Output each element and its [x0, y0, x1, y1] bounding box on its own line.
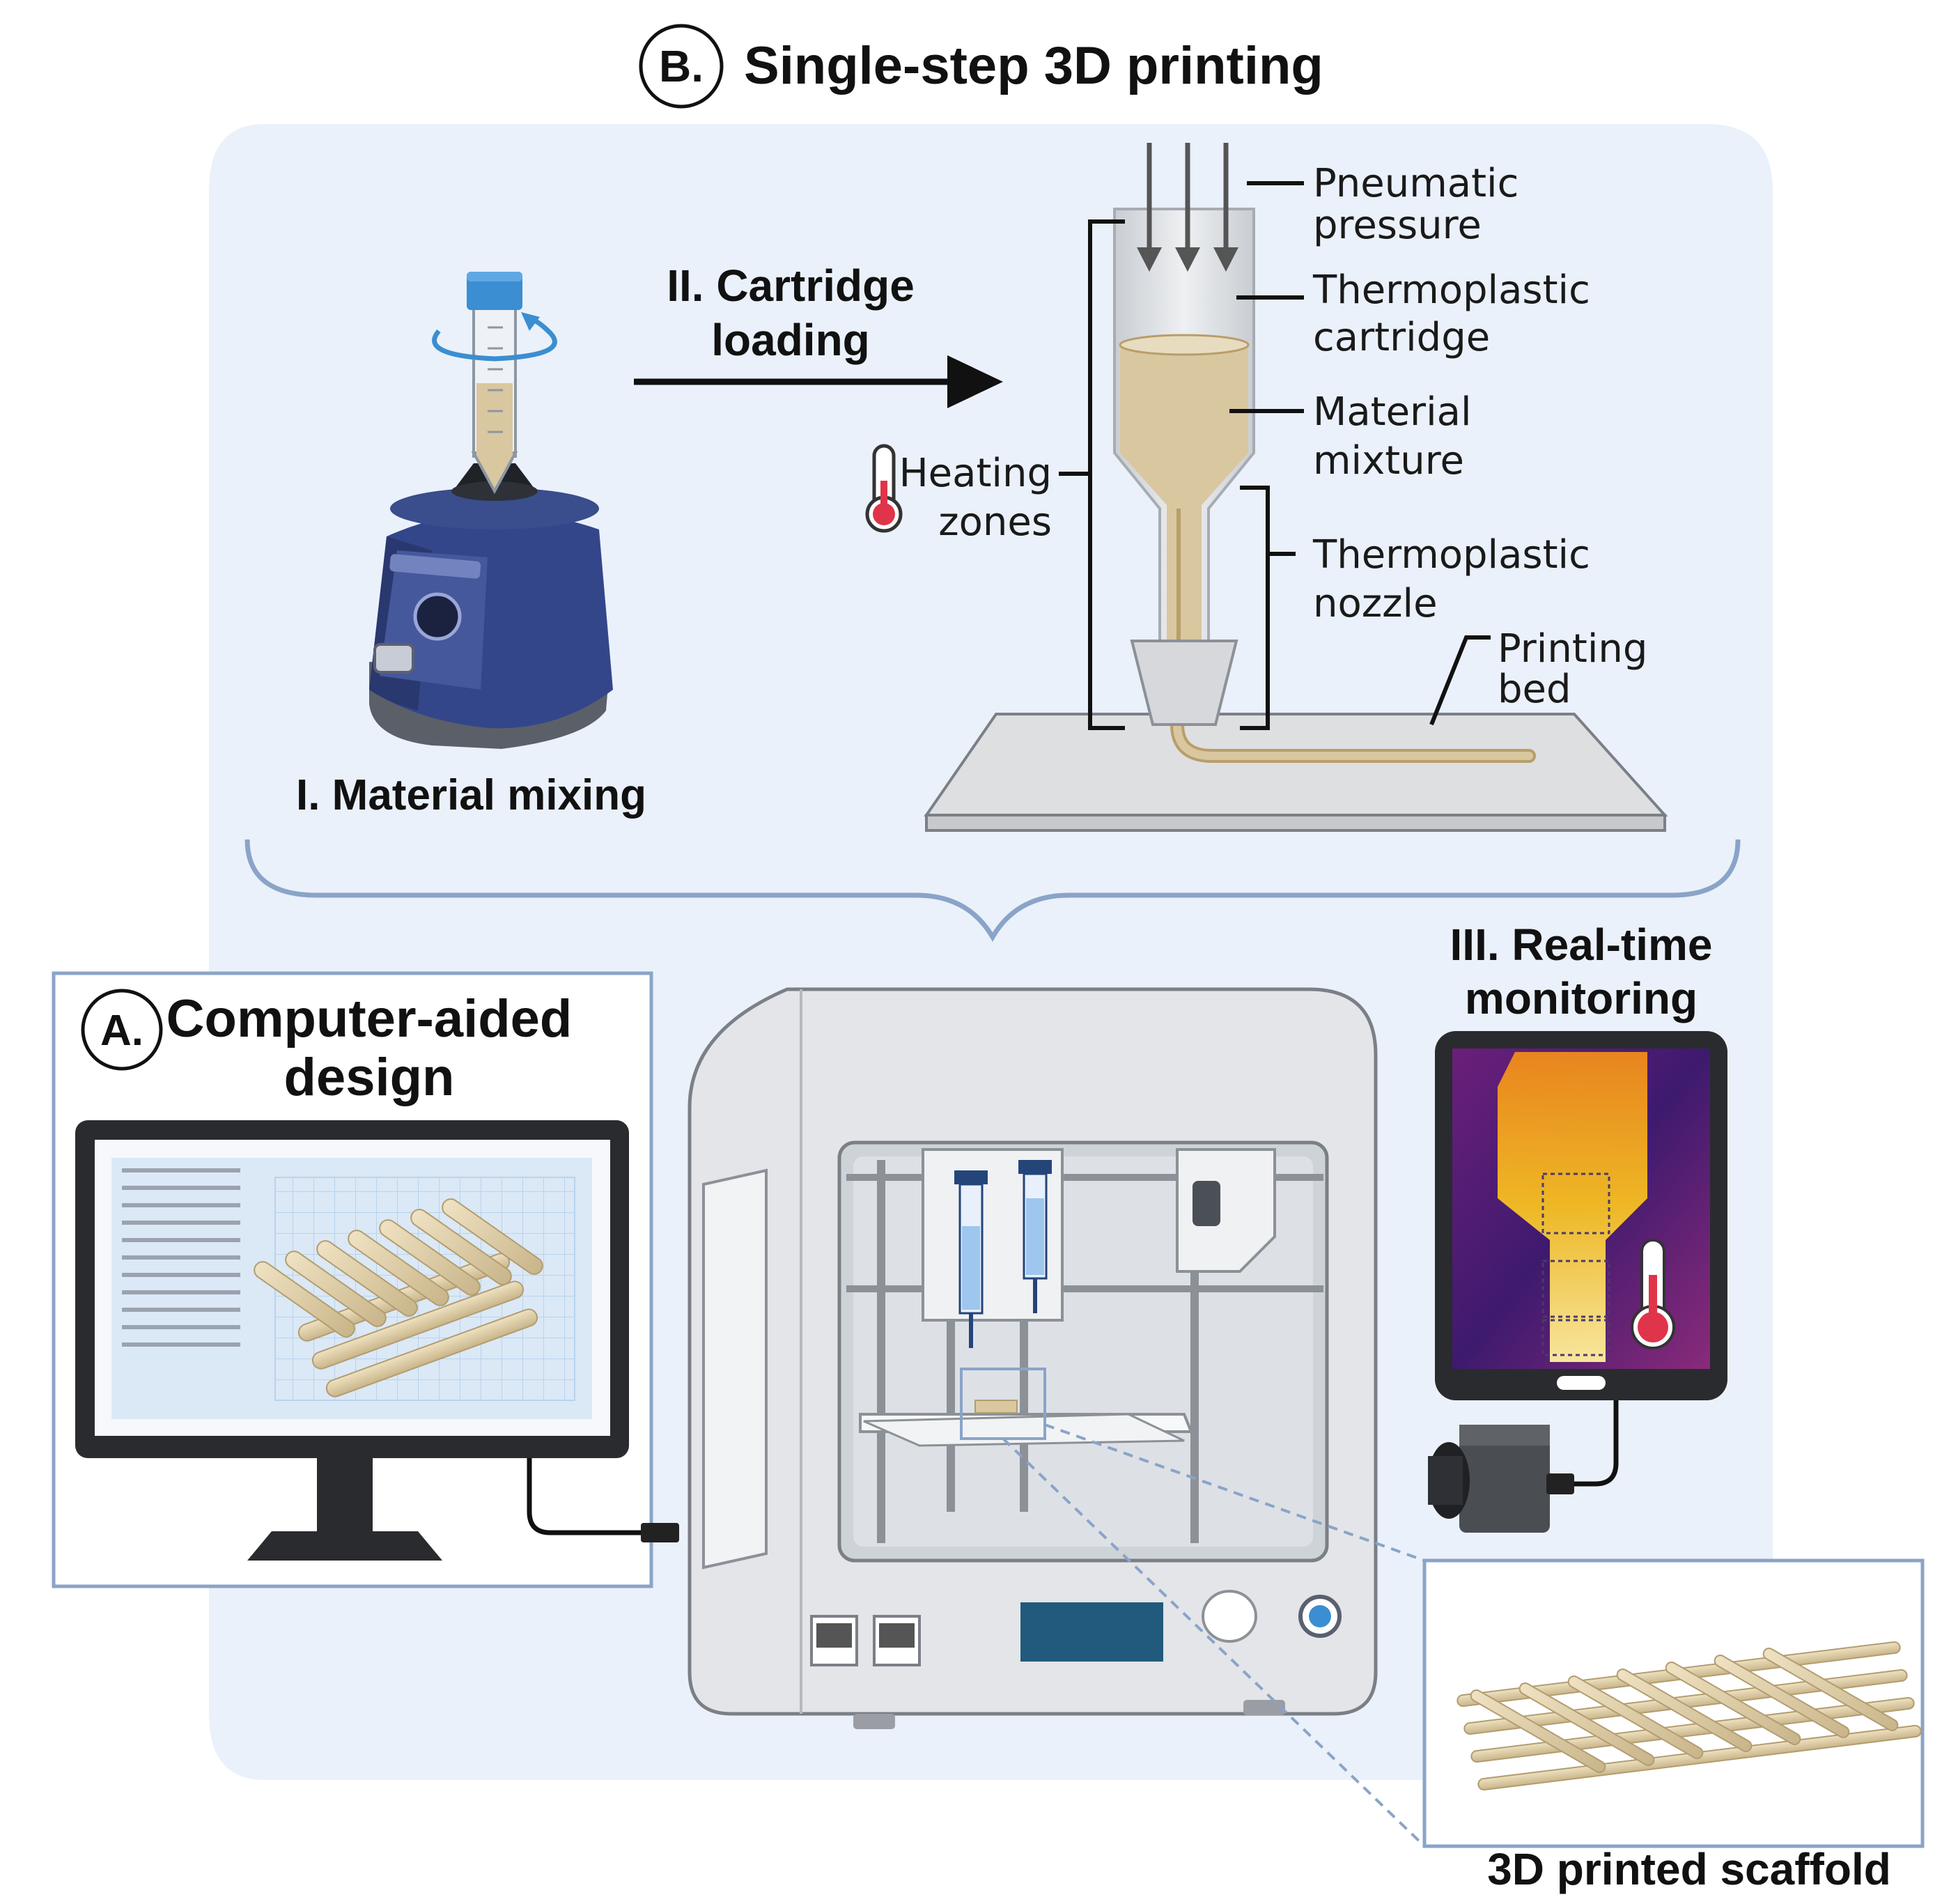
section-b-badge: B.	[659, 41, 704, 91]
label-bed-line1: Printing	[1498, 626, 1647, 672]
section-b-badge-circle	[639, 24, 724, 109]
step-monitoring-label-line2: monitoring	[1465, 973, 1698, 1023]
nozzle-tip	[1130, 640, 1238, 726]
loading-arrow	[634, 355, 1003, 408]
material-mixture	[1120, 345, 1248, 641]
section-a-title-line1: Computer-aided	[166, 989, 573, 1048]
section-a-badge: A.	[100, 1007, 143, 1055]
step-mixing-label: I. Material mixing	[296, 771, 646, 819]
thermometer-icon	[865, 444, 903, 533]
section-b-heading: B. Single-step 3D printing	[639, 24, 1323, 109]
thermoplastic-cartridge	[1113, 208, 1255, 726]
monitor-cable	[527, 1458, 644, 1535]
step-loading-label-line2: loading	[711, 315, 870, 365]
cad-scaffold-model	[254, 1198, 543, 1398]
label-pneumatic-line2: pressure	[1313, 203, 1482, 248]
usb-connector	[641, 1523, 679, 1542]
syringe-left	[954, 1170, 988, 1348]
step-monitoring-label-line1: III. Real-time	[1450, 920, 1713, 970]
printed-scaffold	[1456, 1641, 1922, 1791]
label-cartridge-line2: cartridge	[1313, 315, 1490, 360]
zoom-line-bottom	[1002, 1437, 1426, 1848]
label-mixture-line1: Material	[1313, 389, 1472, 435]
label-bed-line2: bed	[1498, 667, 1571, 712]
cad-sidebar-lines	[122, 1168, 240, 1347]
section-a-heading: A. Computer-aided design	[81, 989, 573, 1107]
section-a-badge-circle	[81, 989, 163, 1071]
label-cartridge-line1: Thermoplastic	[1312, 268, 1590, 313]
printing-bed	[924, 713, 1668, 832]
step-loading-label-line1: II. Cartridge	[667, 261, 915, 311]
label-heating-line1: Heating	[899, 451, 1052, 496]
camera-cable	[1564, 1400, 1619, 1487]
printed-sample	[974, 1400, 1018, 1414]
label-nozzle-line1: Thermoplastic	[1312, 532, 1590, 578]
tablet-home-button	[1557, 1376, 1606, 1390]
vortex-switch	[373, 643, 414, 674]
nozzle-bracket	[1240, 486, 1270, 730]
printer-knob	[1202, 1590, 1257, 1643]
label-pneumatic-line1: Pneumatic	[1313, 161, 1518, 206]
thermal-camera	[1428, 1425, 1574, 1533]
rotation-arrow-icon	[432, 316, 557, 362]
printer-display	[1020, 1602, 1163, 1662]
label-nozzle-line2: nozzle	[1313, 581, 1438, 626]
label-heating-line2: zones	[938, 500, 1052, 545]
vortex-speed-dial	[413, 592, 462, 641]
pneumatic-arrows	[1137, 143, 1238, 272]
grouping-brace	[244, 839, 1741, 942]
zoom-line-top	[1044, 1423, 1425, 1562]
section-b-title: Single-step 3D printing	[744, 36, 1323, 95]
3d-printer	[688, 987, 1378, 1729]
thermal-tablet	[1435, 1031, 1727, 1400]
vortex-dial-panel	[389, 554, 481, 579]
vortex-mixer	[369, 272, 613, 749]
section-a-title-line2: design	[284, 1048, 455, 1107]
computer-monitor	[75, 1120, 629, 1561]
thermal-thermometer-icon	[1631, 1239, 1675, 1349]
label-mixture-line2: mixture	[1313, 438, 1464, 483]
syringe-right	[1018, 1160, 1052, 1313]
scaffold-caption: 3D printed scaffold	[1487, 1844, 1891, 1894]
